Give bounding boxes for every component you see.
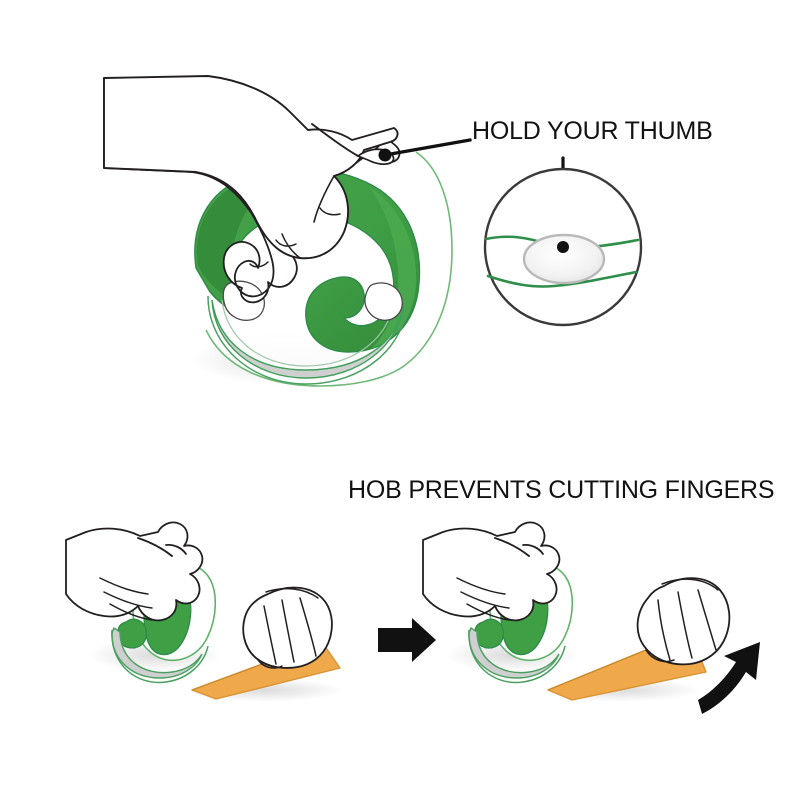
crescent-blade-inner-edge: [221, 299, 395, 367]
step1-blade-arc-outline: [111, 629, 209, 684]
green-ring-right-shade: [368, 186, 417, 348]
hob-prevents-cutting-fingers-heading: HOB PREVENTS CUTTING FINGERS: [348, 476, 775, 504]
crescent-blade: [211, 299, 405, 379]
curved-motion-arrow-icon: [698, 642, 760, 714]
step1-guide-finger-3: [299, 597, 317, 657]
step2-guide-finger-2: [677, 591, 693, 659]
knuckle-curve-1: [319, 207, 341, 216]
step1-finger-line-1: [99, 577, 149, 595]
green-ring-left-shade: [196, 171, 298, 306]
step2-grip-nub: [474, 618, 504, 649]
step2-guide-finger-1: [657, 599, 671, 661]
step2-guide-finger-3: [697, 589, 717, 651]
step2-guide-fingertip: [645, 649, 675, 663]
step1-thumb-mark: [165, 543, 187, 555]
step-before-illustration: [65, 521, 343, 702]
hold-your-thumb-label: HOLD YOUR THUMB: [472, 117, 713, 145]
step2-blade-arc-outline: [468, 629, 566, 684]
step2-finger-line-1: [456, 577, 506, 595]
magnifier-pointer-dot: [557, 241, 569, 253]
step2-finger-line-2: [460, 591, 510, 609]
step1-guide-fingertip: [257, 659, 283, 669]
step1-grip-nub: [117, 618, 147, 649]
thumb-rest-oval: [522, 233, 606, 285]
knuckle-curve-3: [249, 261, 269, 268]
step-after-illustration: [422, 521, 760, 714]
thumb-crease: [311, 123, 359, 157]
finger-guard-left: [222, 280, 265, 321]
step1-finger-line-3: [109, 603, 153, 621]
step1-guide-knuckles: [265, 587, 319, 599]
step1-finger-line-2: [103, 591, 153, 609]
top-cutter-illustration: [103, 75, 565, 387]
step2-thumb-mark: [522, 543, 544, 555]
step1-guide-finger-1: [263, 605, 277, 665]
magnifier-green-ridge-bottom: [486, 270, 638, 288]
finger-contour-1: [313, 175, 335, 223]
step1-guide-finger-2: [281, 599, 295, 663]
step2-index-finger: [494, 537, 530, 557]
thumb-rest-magnifier: [483, 167, 643, 327]
finger-guard-right: [364, 282, 403, 321]
crescent-blade-outer-edge: [207, 295, 409, 385]
step1-index-finger: [137, 537, 173, 557]
finger-contour-2: [281, 233, 301, 259]
callout-pointer-line: [383, 138, 472, 157]
step2-guide-knuckles: [661, 578, 719, 591]
right-arrow-icon: [378, 618, 436, 662]
step1-cutter-hand: [65, 521, 204, 622]
step-arrow: [378, 618, 436, 662]
step2-finger-line-3: [466, 603, 510, 621]
knuckle-curve-2: [275, 239, 297, 247]
step2-cutter-hand: [422, 521, 561, 622]
